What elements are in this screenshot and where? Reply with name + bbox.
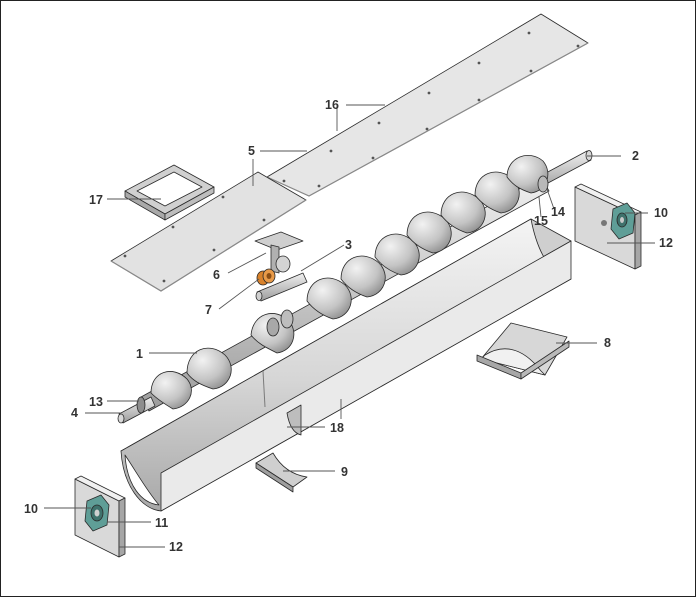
trough-foot [255,452,308,493]
part-label-7: 7 [205,303,212,317]
inlet-flange-frame [124,164,215,221]
part-label-8: 8 [604,336,611,350]
part-label-17: 17 [89,193,103,207]
hanger-bracket [254,231,304,274]
part-label-2: 2 [632,149,639,163]
part-label-12-tail: 12 [169,540,183,554]
part-label-5: 5 [248,144,255,158]
part-label-13: 13 [89,395,103,409]
part-labels: 16 5 17 2 14 15 10 12 3 6 7 1 8 13 4 18 … [24,98,673,554]
trough-cover-inlet [110,171,307,292]
cover-bolt-holes [282,31,580,188]
part-label-11: 11 [155,516,168,530]
trough-cover-long [266,13,589,197]
bearing-drive [610,202,636,240]
inlet-cover-bolt-holes [123,195,266,283]
hanger-bushing [256,268,276,286]
part-label-14: 14 [551,205,565,219]
part-label-16: 16 [325,98,339,112]
screw-flights [150,155,549,410]
part-label-15: 15 [534,214,548,228]
leader-lines [44,104,655,548]
part-label-18: 18 [330,421,344,435]
trough-saddle [476,322,570,380]
part-label-12-drive: 12 [659,236,673,250]
part-label-10-drive: 10 [654,206,668,220]
u-trough [120,218,572,512]
part-label-10-tail: 10 [24,502,38,516]
part-label-9: 9 [341,465,348,479]
coupling-shaft [255,272,308,302]
tail-shaft [117,396,156,424]
bearing-tail [84,494,110,532]
part-label-6: 6 [213,268,220,282]
part-label-3: 3 [345,238,352,252]
shaft-collars [266,175,549,337]
part-label-1: 1 [136,347,143,361]
part-label-4: 4 [71,406,78,420]
